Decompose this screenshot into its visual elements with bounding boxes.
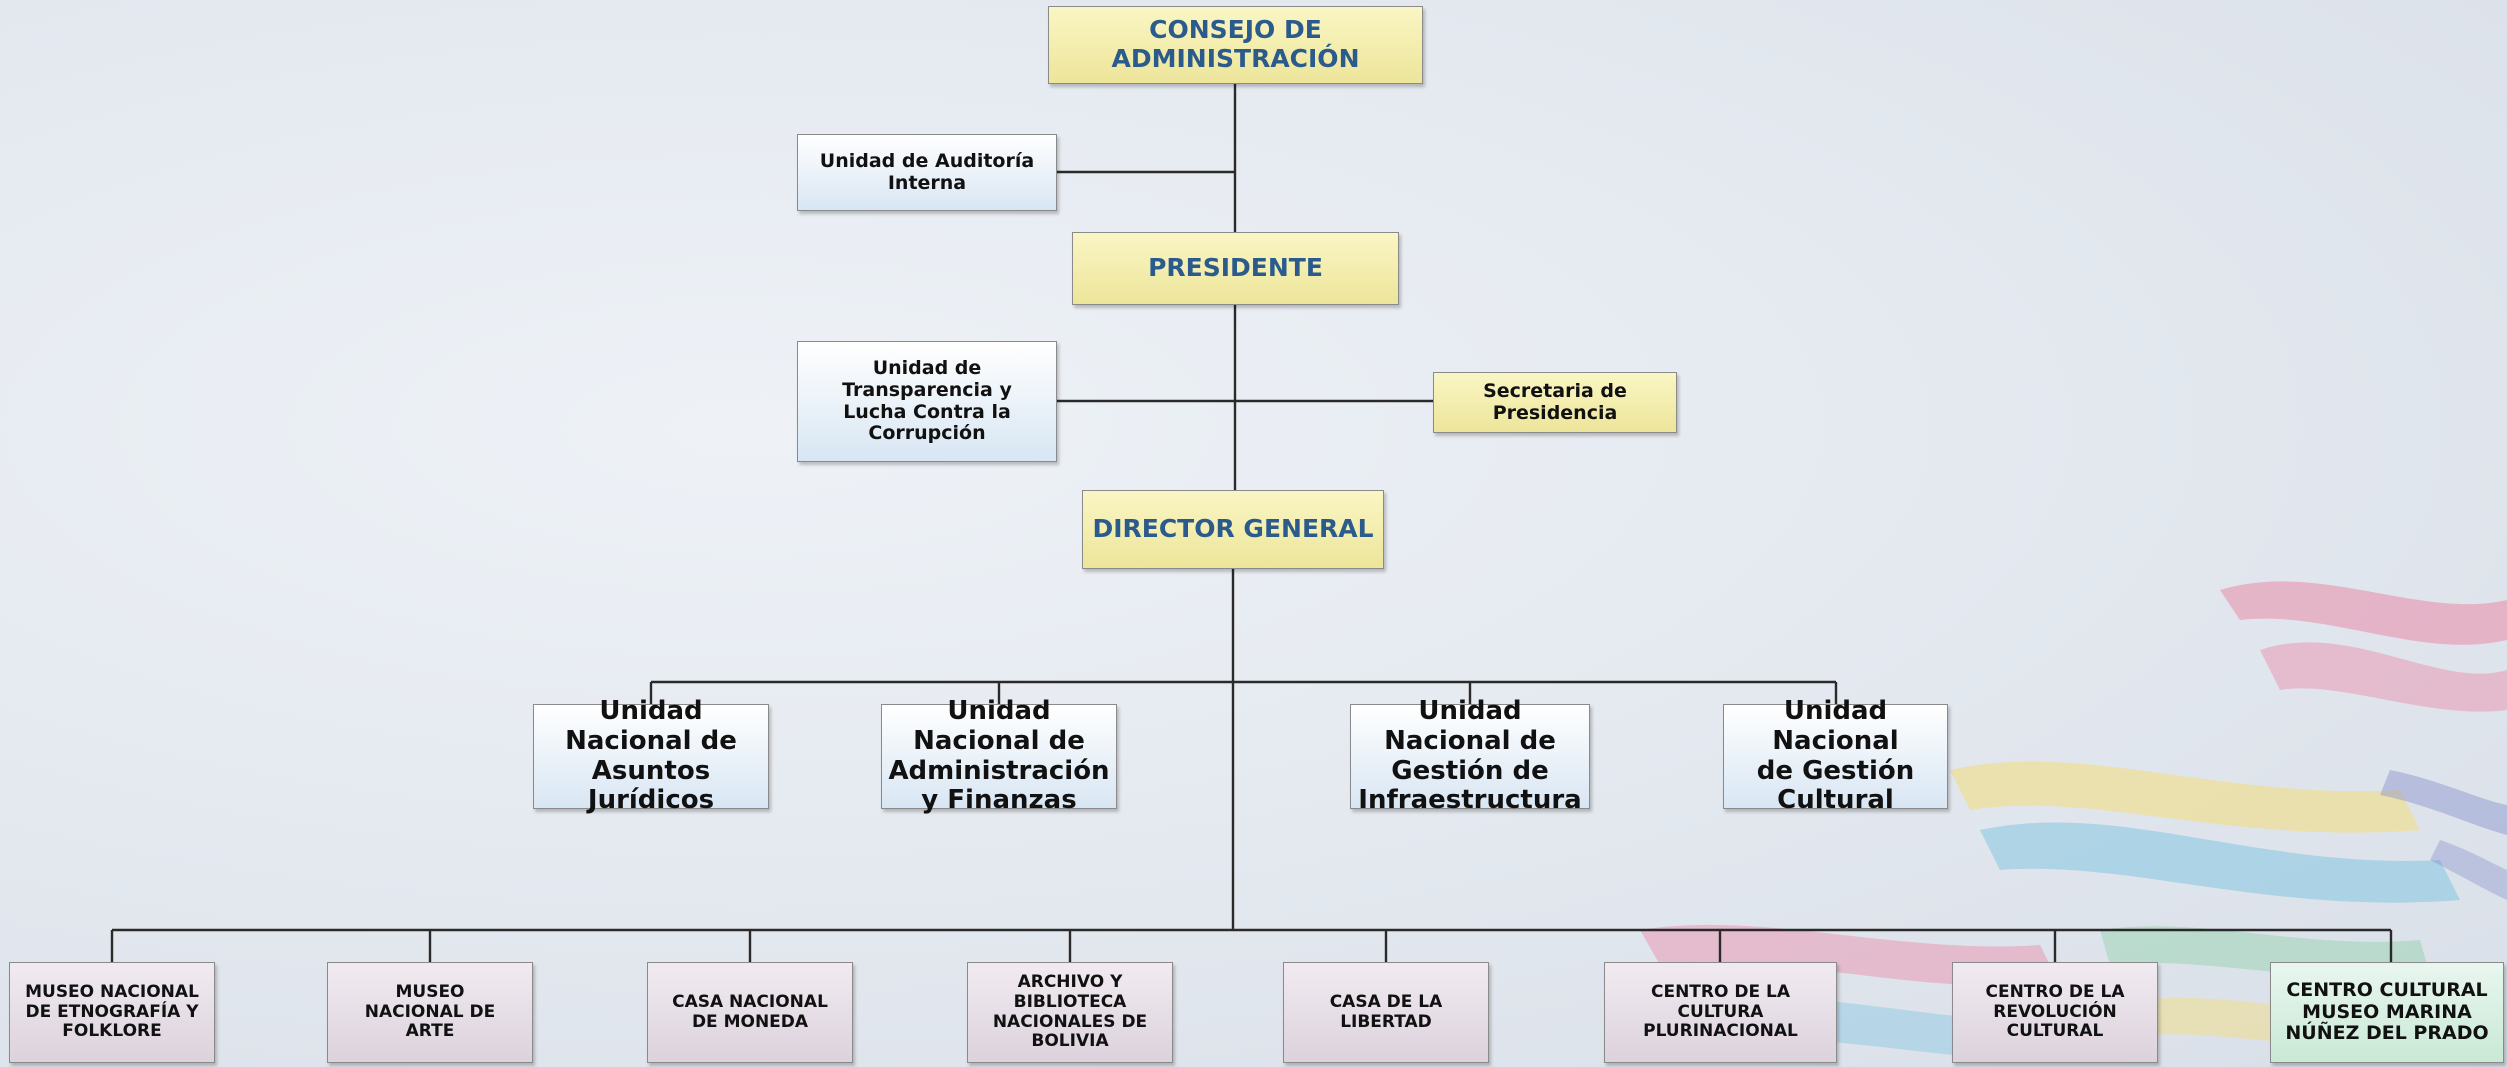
node-label: DIRECTOR GENERAL [1092,514,1374,544]
node-label: Unidad Nacional de Gestión de Infraestru… [1358,695,1582,816]
node-label: MUSEO NACIONAL DE ETNOGRAFÍA Y FOLKLORE [25,982,199,1042]
node-consejo-administracion: CONSEJO DE ADMINISTRACIÓN [1048,6,1423,84]
node-label: Secretaria de Presidencia [1483,379,1627,424]
node-label: CENTRO CULTURAL MUSEO MARINA NÚÑEZ DEL P… [2285,978,2489,1045]
node-unidad-gestion-cultural: Unidad Nacional de Gestión Cultural [1723,696,1948,815]
node-unidad-asuntos-juridicos: Unidad Nacional de Asuntos Jurídicos [533,696,769,815]
node-museo-nacional-arte: MUSEO NACIONAL DE ARTE [327,962,533,1063]
node-archivo-biblioteca-nacionales: ARCHIVO Y BIBLIOTECA NACIONALES DE BOLIV… [967,962,1173,1063]
node-label: CENTRO DE LA REVOLUCIÓN CULTURAL [1985,982,2125,1042]
node-casa-nacional-moneda: CASA NACIONAL DE MONEDA [647,962,853,1063]
node-auditoria-interna: Unidad de Auditoría Interna [797,134,1057,211]
node-centro-revolucion-cultural: CENTRO DE LA REVOLUCIÓN CULTURAL [1952,962,2158,1063]
node-centro-cultura-plurinacional: CENTRO DE LA CULTURA PLURINACIONAL [1604,962,1837,1063]
node-label: PRESIDENTE [1148,253,1323,283]
node-label: Unidad Nacional de Gestión Cultural [1756,695,1915,816]
node-secretaria-presidencia: Secretaria de Presidencia [1433,372,1677,433]
node-unidad-gestion-infraestructura: Unidad Nacional de Gestión de Infraestru… [1350,696,1590,815]
node-label: Unidad Nacional de Asuntos Jurídicos [565,695,737,816]
node-presidente: PRESIDENTE [1072,232,1399,305]
node-casa-libertad: CASA DE LA LIBERTAD [1283,962,1489,1063]
node-label: CASA DE LA LIBERTAD [1329,991,1443,1032]
node-label: CONSEJO DE ADMINISTRACIÓN [1111,15,1360,73]
node-label: ARCHIVO Y BIBLIOTECA NACIONALES DE BOLIV… [992,972,1148,1052]
node-label: CENTRO DE LA CULTURA PLURINACIONAL [1643,982,1798,1042]
node-label: MUSEO NACIONAL DE ARTE [364,982,496,1042]
node-museo-etnografia-folklore: MUSEO NACIONAL DE ETNOGRAFÍA Y FOLKLORE [9,962,215,1063]
node-label: Unidad de Transparencia y Lucha Contra l… [842,356,1012,445]
node-transparencia: Unidad de Transparencia y Lucha Contra l… [797,341,1057,462]
node-label: CASA NACIONAL DE MONEDA [672,991,828,1032]
node-label: Unidad Nacional de Administración y Fina… [888,695,1110,816]
node-unidad-administracion-finanzas: Unidad Nacional de Administración y Fina… [881,696,1117,815]
node-label: Unidad de Auditoría Interna [819,149,1035,194]
node-director-general: DIRECTOR GENERAL [1082,490,1384,569]
node-centro-cultural-marina-nunez: CENTRO CULTURAL MUSEO MARINA NÚÑEZ DEL P… [2270,962,2504,1063]
